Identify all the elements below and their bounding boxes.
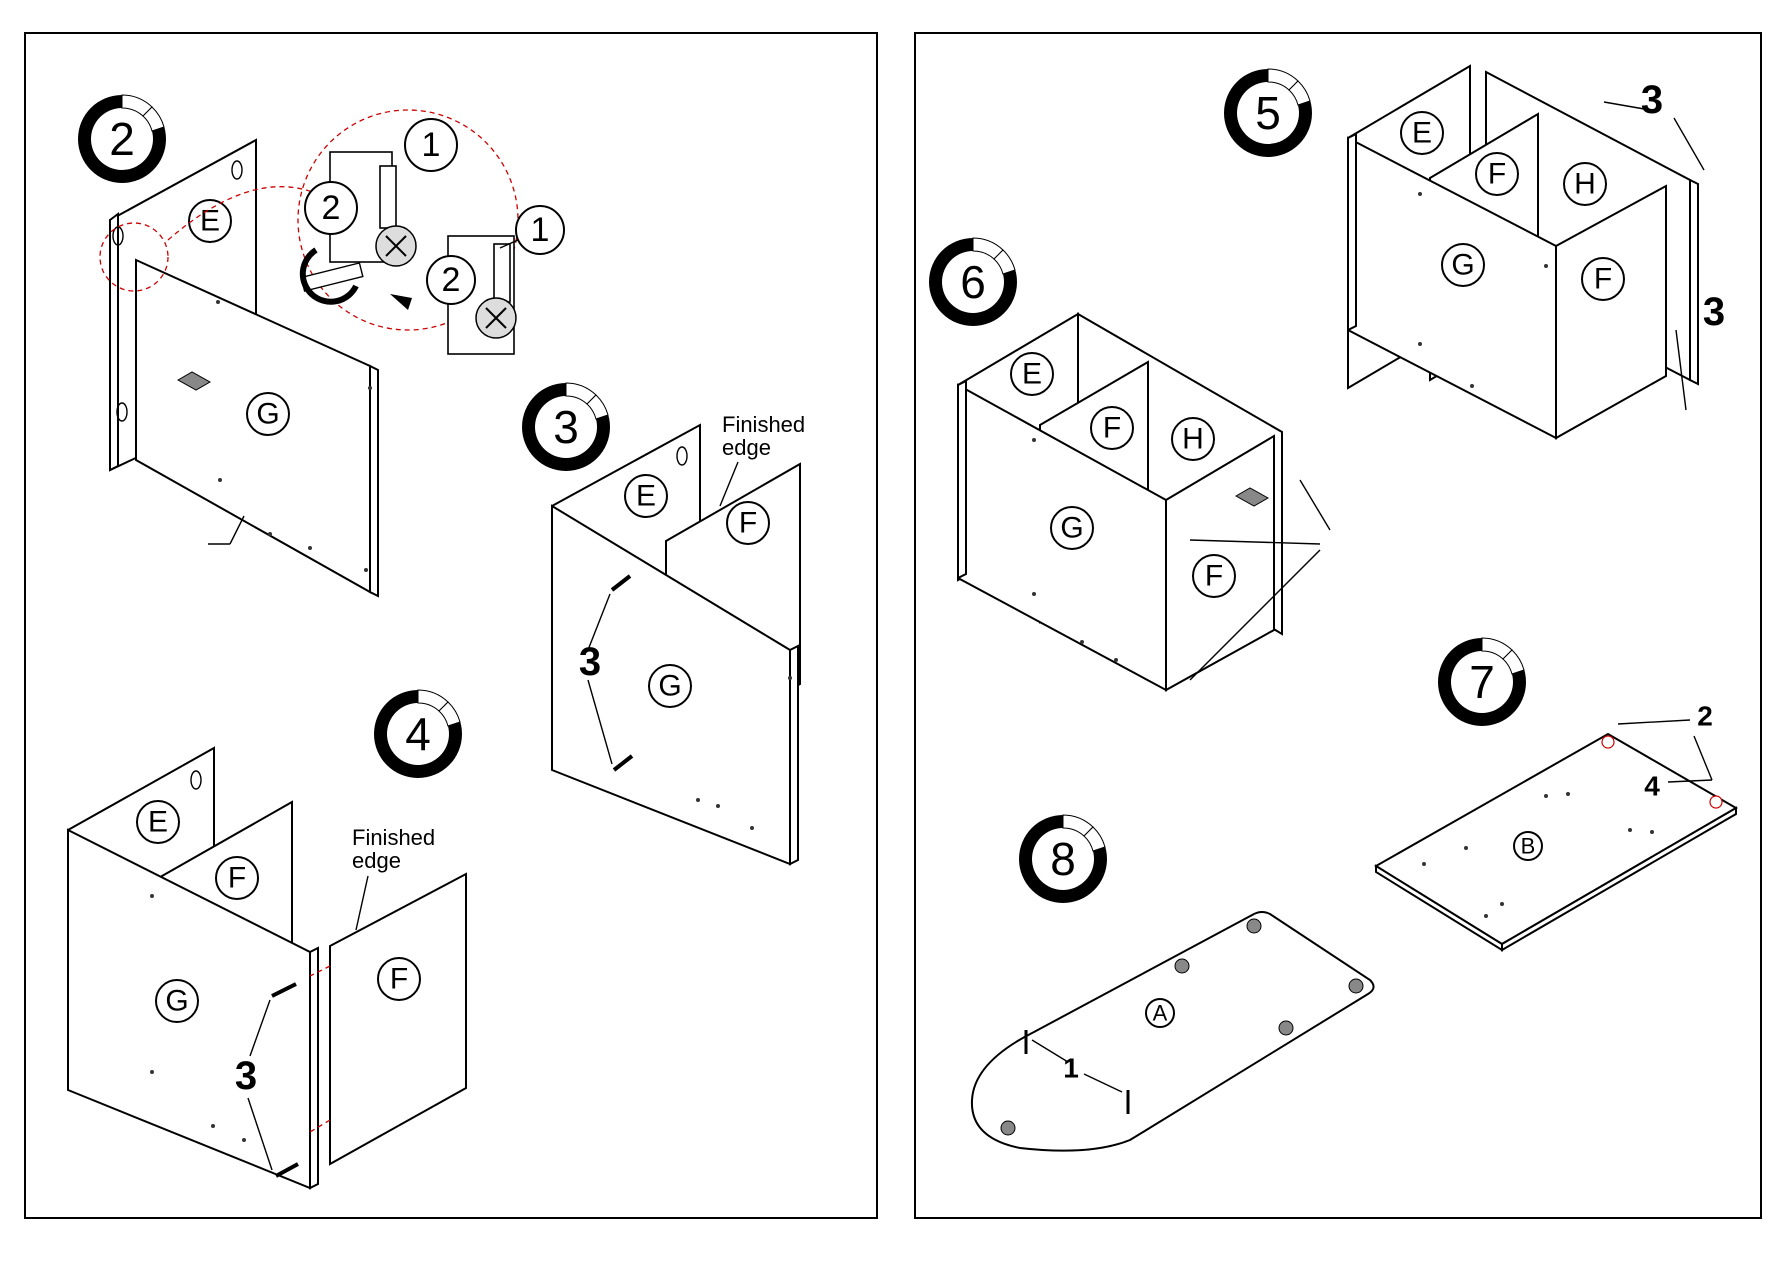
panel-label-f: F (228, 862, 246, 895)
panel-label-e: E (1412, 117, 1432, 150)
panel-label-f2: F (390, 963, 408, 996)
count-1: 1 (1063, 1053, 1079, 1084)
detail-circle (99, 222, 169, 292)
panel-f-finished (329, 872, 467, 1166)
panel-label-e: E (1022, 358, 1042, 391)
panel-label-e: E (636, 480, 656, 513)
note-line-1: Finished (722, 412, 805, 437)
panel-label-a: A (1153, 1001, 1168, 1026)
step-number: 7 (1469, 656, 1495, 708)
panel-label-g: G (256, 398, 279, 431)
step-3: 3 3 E F G Finished edge (522, 382, 805, 866)
panel-label-f: F (1488, 158, 1506, 191)
count-2: 2 (1697, 701, 1713, 732)
page-right: 5 3 3 E F H G F (914, 32, 1762, 1219)
step-number: 8 (1050, 833, 1076, 885)
page-left: 2 E G (24, 32, 878, 1219)
page-border (914, 32, 1762, 1219)
callout-2: 2 (322, 189, 341, 227)
step-badge: 3 (522, 382, 610, 471)
step-7: 7 2 4 B (1374, 637, 1738, 952)
panel-label-f: F (739, 507, 757, 540)
step-8: 8 1 A (970, 814, 1375, 1152)
step-number: 5 (1255, 87, 1281, 139)
step-badge: 7 (1438, 637, 1526, 726)
step-2: 2 E G (78, 94, 565, 598)
panel-label-e: E (148, 806, 168, 839)
step-badge: 2 (78, 94, 166, 183)
step-badge: 5 (1224, 68, 1312, 157)
count-4: 4 (1644, 771, 1660, 802)
panel-label-g: G (165, 985, 188, 1018)
step-4: 4 3 E F G F Finished edge (67, 689, 467, 1190)
panel-label-f2: F (1594, 263, 1612, 296)
panel-f-side (1555, 184, 1667, 440)
step-number: 3 (553, 401, 579, 453)
step-number: 4 (405, 708, 431, 760)
note-line-2: edge (352, 848, 401, 873)
step-badge: 8 (1019, 814, 1107, 903)
step-5: 5 3 3 E F H G F (1224, 64, 1725, 440)
panel-label-b: B (1521, 834, 1536, 859)
panel-label-e: E (200, 205, 220, 238)
panel-label-h: H (1182, 423, 1204, 456)
step-number: 2 (109, 113, 135, 165)
panel-label-f: F (1103, 412, 1121, 445)
panel-label-f2: F (1205, 560, 1223, 593)
step-number: 6 (960, 256, 986, 308)
screw-count-side: 3 (1703, 290, 1725, 334)
callout-2b: 2 (442, 261, 461, 299)
panel-label-g: G (1451, 249, 1474, 282)
screw-count-top: 3 (1641, 78, 1663, 122)
callout-1: 1 (422, 126, 441, 164)
page-border (24, 32, 878, 1219)
panel-label-h: H (1574, 168, 1596, 201)
callout-1b: 1 (531, 211, 550, 249)
label-circle (188, 199, 232, 243)
screw-count: 3 (579, 640, 601, 684)
note-line-1: Finished (352, 825, 435, 850)
step-badge: 4 (374, 689, 462, 778)
screw-count: 3 (235, 1054, 257, 1098)
panel-label-g: G (1060, 512, 1083, 545)
panel-label-g: G (658, 670, 681, 703)
step-badge: 6 (929, 237, 1017, 326)
note-line-2: edge (722, 435, 771, 460)
step-6: 6 E F H G F (929, 237, 1331, 692)
panel-a (970, 911, 1375, 1152)
